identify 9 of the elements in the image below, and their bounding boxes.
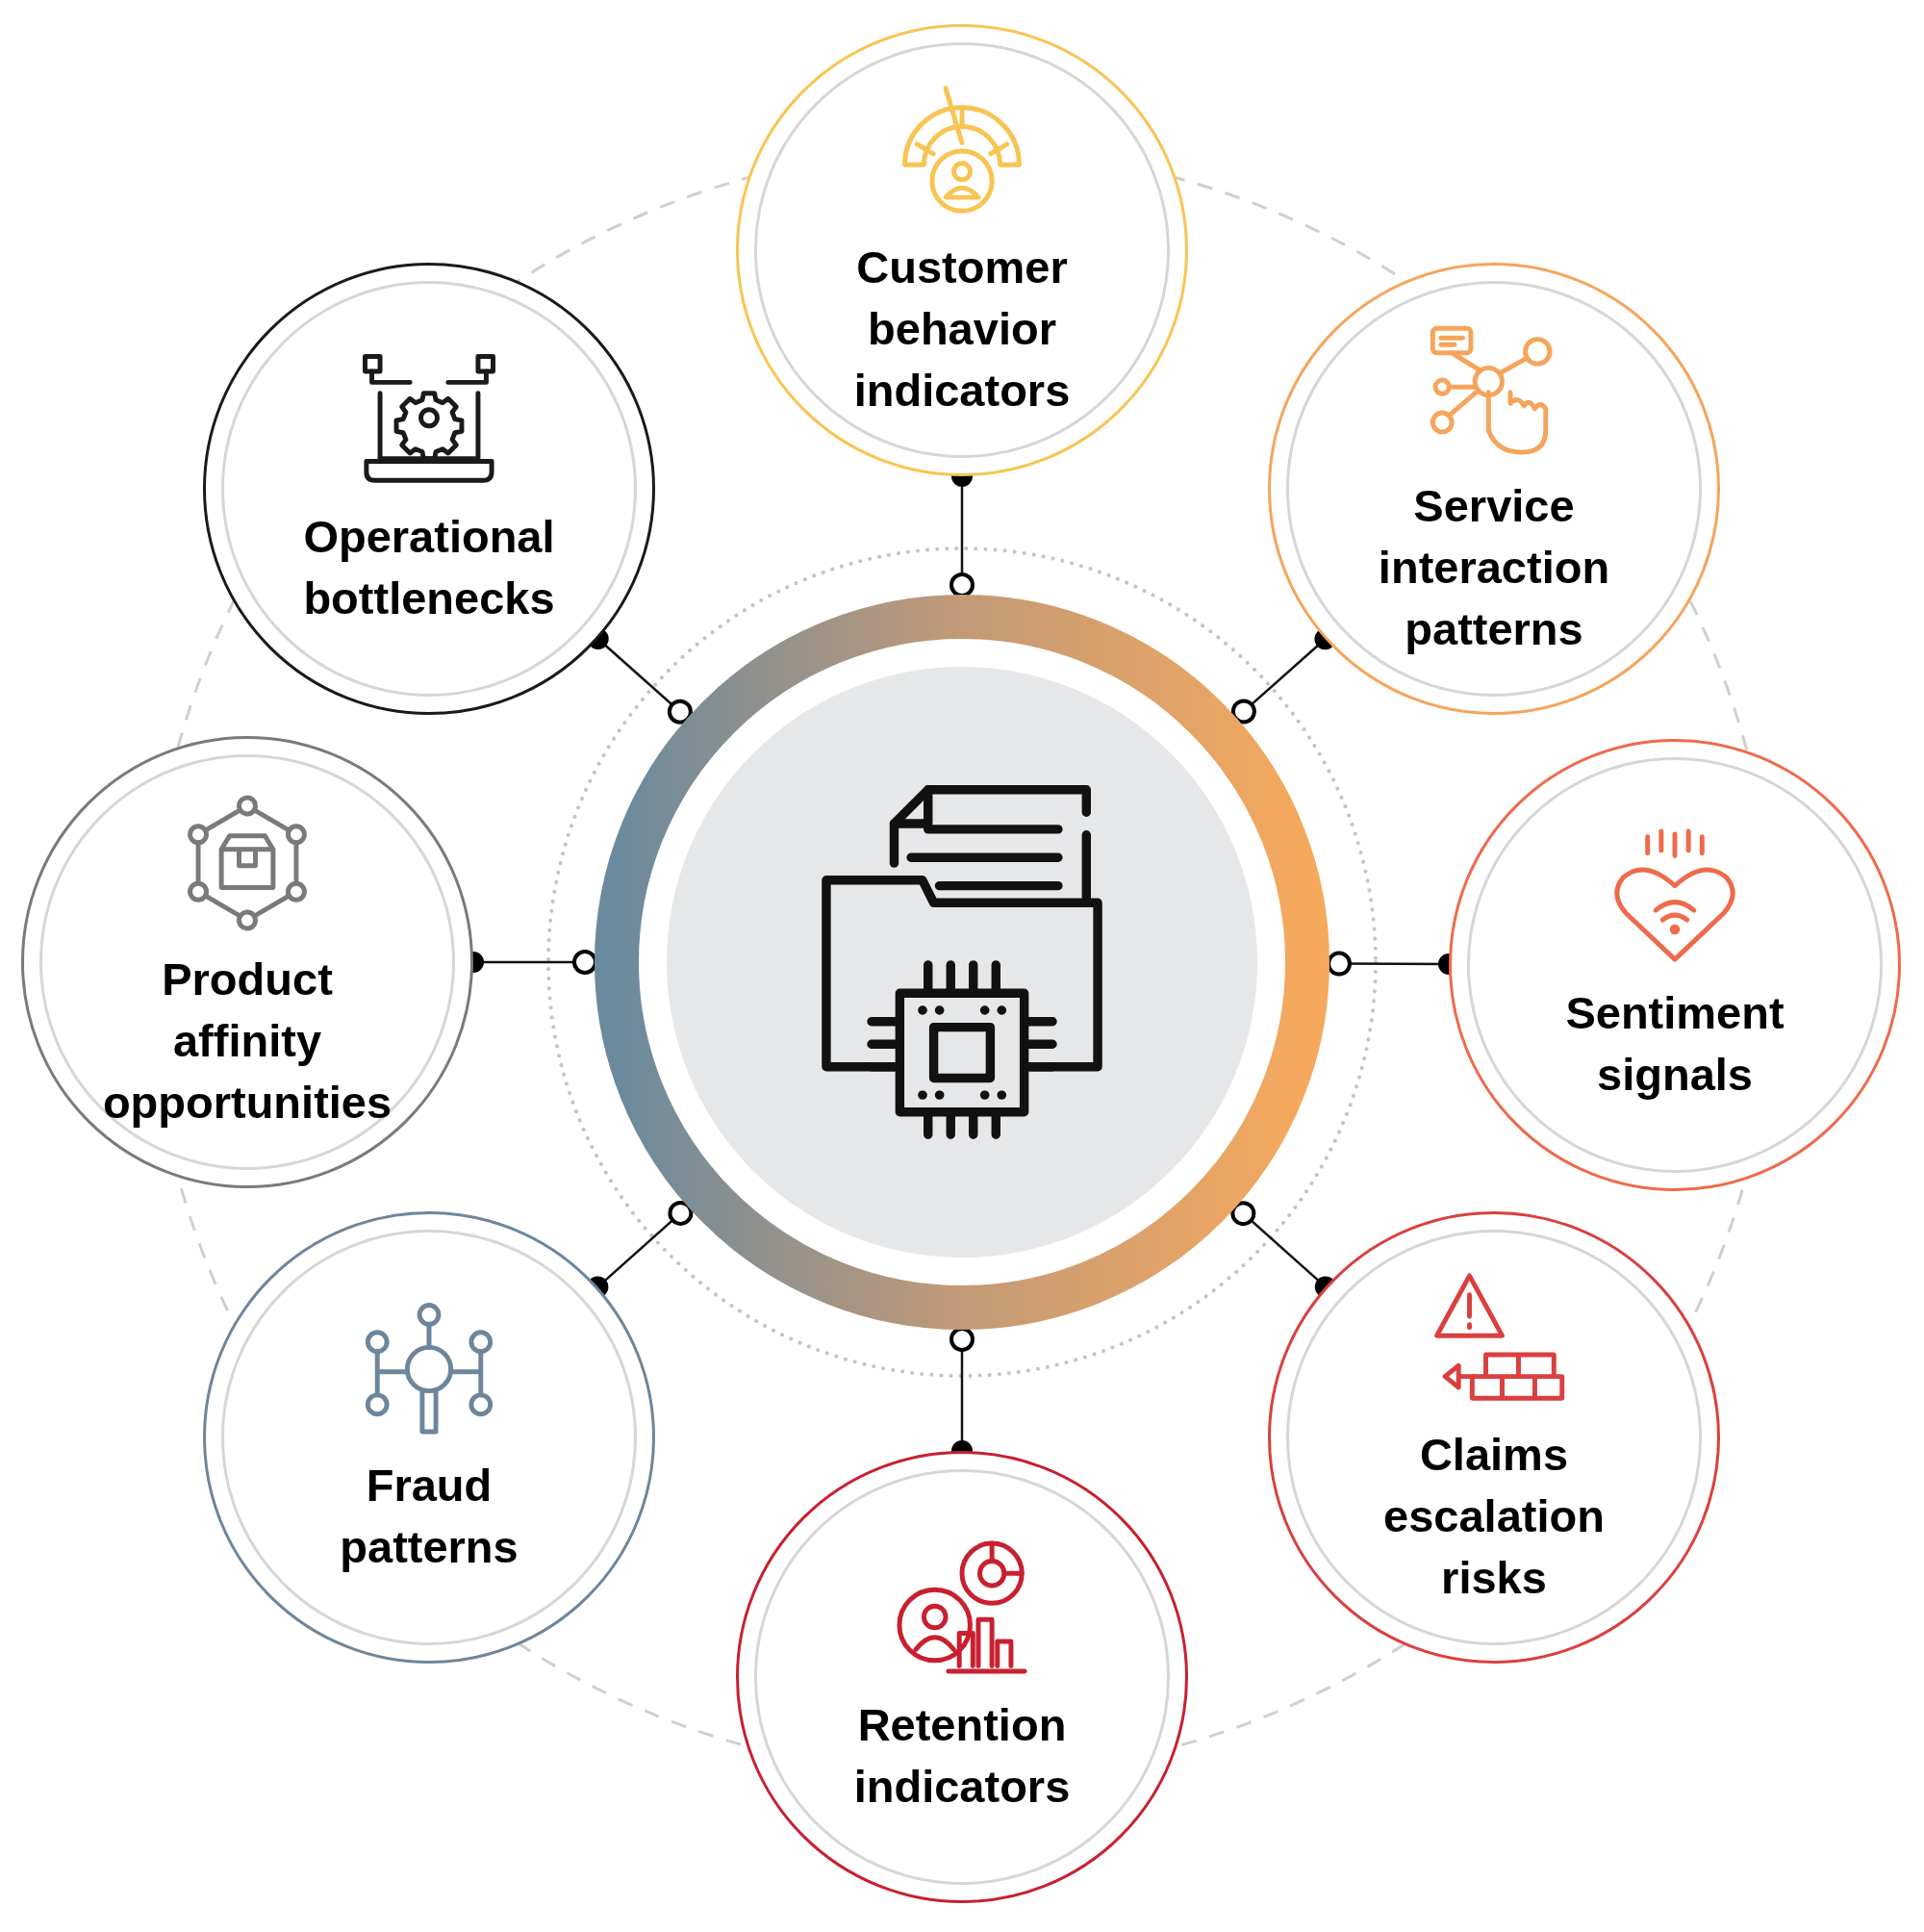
node-label: Claims escalation risks (1382, 1428, 1606, 1605)
hub-circle (595, 595, 1329, 1330)
node-label: Operational bottlenecks (302, 510, 556, 625)
node-label: Sentiment signals (1564, 986, 1785, 1102)
node-label: Fraud patterns (339, 1459, 519, 1574)
node-label: Customer behavior indicators (852, 241, 1072, 418)
node-label: Service interaction patterns (1377, 479, 1611, 656)
node-label: Retention indicators (852, 1698, 1072, 1814)
node-label: Product affinity opportunities (101, 953, 393, 1130)
